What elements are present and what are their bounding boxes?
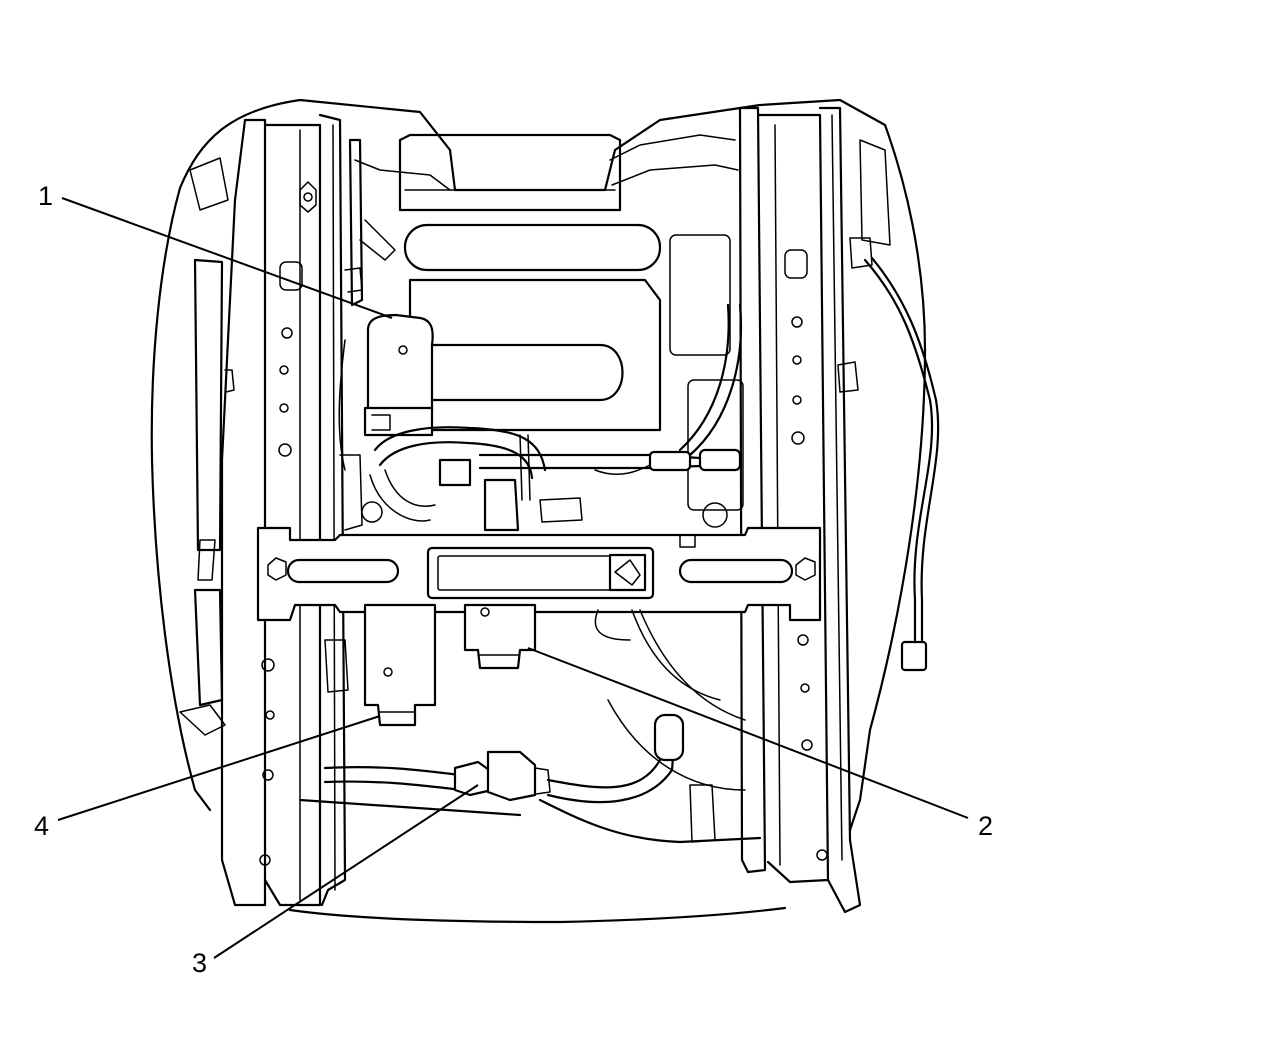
seat-cushion-outline: [150, 98, 927, 924]
callout-3: 3: [192, 948, 207, 978]
leader-line-2: [527, 647, 969, 819]
callout-1: 1: [38, 181, 53, 211]
cross-bar: [256, 526, 822, 622]
left-cover-strip: [179, 258, 235, 736]
leader-lines: [57, 197, 969, 959]
center-wire-harness: [339, 303, 743, 532]
left-seat-rail: [220, 113, 451, 907]
motor-4: [324, 603, 437, 727]
motor-2: [463, 603, 537, 670]
right-side-harness: [837, 237, 940, 672]
callouts: 1 2 3 4: [34, 181, 993, 978]
callout-4: 4: [34, 811, 49, 841]
leader-line-4: [57, 715, 381, 821]
callout-2: 2: [978, 811, 993, 841]
leader-line-3: [213, 784, 479, 959]
leader-line-1: [61, 197, 393, 319]
right-seat-rail: [609, 106, 862, 914]
lower-harness: [298, 609, 762, 844]
motor-1: [338, 313, 434, 471]
